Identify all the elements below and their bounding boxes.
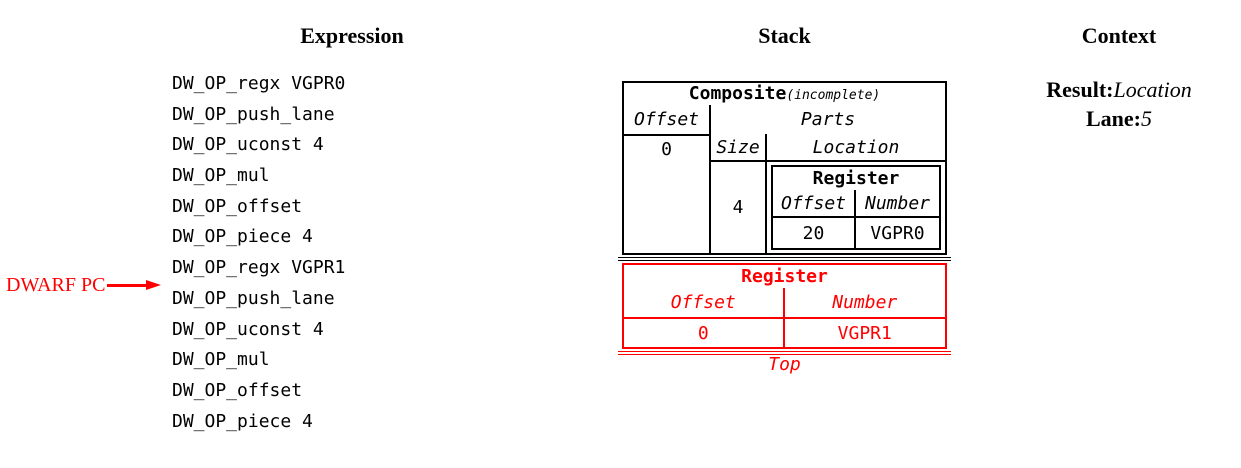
expression-op: DW_OP_mul: [172, 165, 270, 187]
composite-size-header: Size: [711, 134, 765, 162]
context-result-label: Result:: [1046, 77, 1114, 102]
composite-title: Composite: [688, 83, 787, 104]
nested-register-number-header: Number: [856, 190, 939, 218]
register-number-column: Number VGPR1: [784, 288, 945, 347]
composite-location-body: Register Offset 20 Number VGPR0: [767, 162, 945, 253]
stack-top-label: Top: [768, 354, 801, 375]
stack-top-separator: [618, 351, 951, 355]
nested-register-body: Offset 20 Number VGPR0: [773, 190, 939, 248]
stack-column-header: Stack: [758, 23, 811, 48]
composite-parts-body: Size 4 Location Register Offset: [711, 134, 945, 253]
expression-column-header: Expression: [300, 23, 404, 48]
expression-op: DW_OP_piece 4: [172, 226, 313, 248]
register-offset-column: Offset 0: [624, 288, 785, 347]
context-result-value: Location: [1113, 77, 1192, 102]
composite-title-note: (incomplete): [786, 88, 881, 103]
nested-register-offset-column: Offset 20: [773, 190, 856, 248]
stack-entry-register-top: Register Offset 0 Number VGPR1: [622, 263, 947, 349]
composite-body: Offset 0 Parts Size 4 Location Re: [624, 105, 945, 253]
expression-op: DW_OP_uconst 4: [172, 134, 324, 156]
expression-op: DW_OP_uconst 4: [172, 318, 324, 340]
dwarf-pc-label: DWARF PC: [6, 274, 106, 296]
composite-offset-header: Offset: [624, 105, 709, 136]
context-result-line: Result:Location: [999, 79, 1239, 101]
nested-register-table: Register Offset 20 Number VGPR0: [771, 165, 941, 250]
context-lane-label: Lane:: [1086, 106, 1141, 131]
dwarf-pc-arrowhead-icon: [146, 280, 161, 290]
expression-op: DW_OP_push_lane: [172, 103, 335, 125]
expression-op: DW_OP_offset: [172, 195, 303, 217]
register-title: Register: [741, 266, 828, 287]
expression-op: DW_OP_piece 4: [172, 410, 313, 432]
composite-location-column: Location Register Offset 20: [767, 134, 945, 253]
register-number-value: VGPR1: [837, 322, 892, 344]
composite-location-header: Location: [767, 134, 945, 162]
nested-register-number-value: VGPR0: [870, 222, 925, 244]
context-lane-line: Lane:5: [999, 108, 1239, 130]
composite-offset-value: 0: [661, 139, 672, 160]
register-offset-value: 0: [697, 322, 709, 344]
expression-op: DW_OP_mul: [172, 349, 270, 371]
nested-register-number-column: Number VGPR0: [856, 190, 939, 248]
expression-op: DW_OP_regx VGPR1: [172, 257, 346, 279]
nested-register-title: Register: [812, 168, 900, 189]
expression-op: DW_OP_push_lane: [172, 287, 335, 309]
expression-op: DW_OP_regx VGPR0: [172, 73, 346, 94]
composite-offset-column: Offset 0: [624, 105, 711, 253]
dwarf-pc-arrow-line: [107, 284, 147, 287]
context-column-header: Context: [1081, 23, 1157, 48]
nested-register-offset-value: 20: [802, 222, 825, 244]
register-offset-header: Offset: [624, 288, 783, 319]
register-number-header: Number: [784, 288, 945, 319]
composite-size-value: 4: [732, 197, 744, 218]
expression-op: DW_OP_offset: [172, 379, 303, 401]
composite-parts-header: Parts: [800, 109, 856, 130]
context-lane-value: 5: [1141, 106, 1152, 131]
stack-entry-composite: Composite(incomplete) Offset 0 Parts Siz…: [622, 81, 947, 255]
composite-title-row: Composite(incomplete): [624, 83, 945, 105]
stack-separator: [618, 257, 951, 261]
composite-size-column: Size 4: [711, 134, 767, 253]
composite-parts-column: Parts Size 4 Location Register: [711, 105, 945, 253]
nested-register-offset-header: Offset: [773, 190, 854, 218]
register-body: Offset 0 Number VGPR1: [624, 288, 945, 347]
